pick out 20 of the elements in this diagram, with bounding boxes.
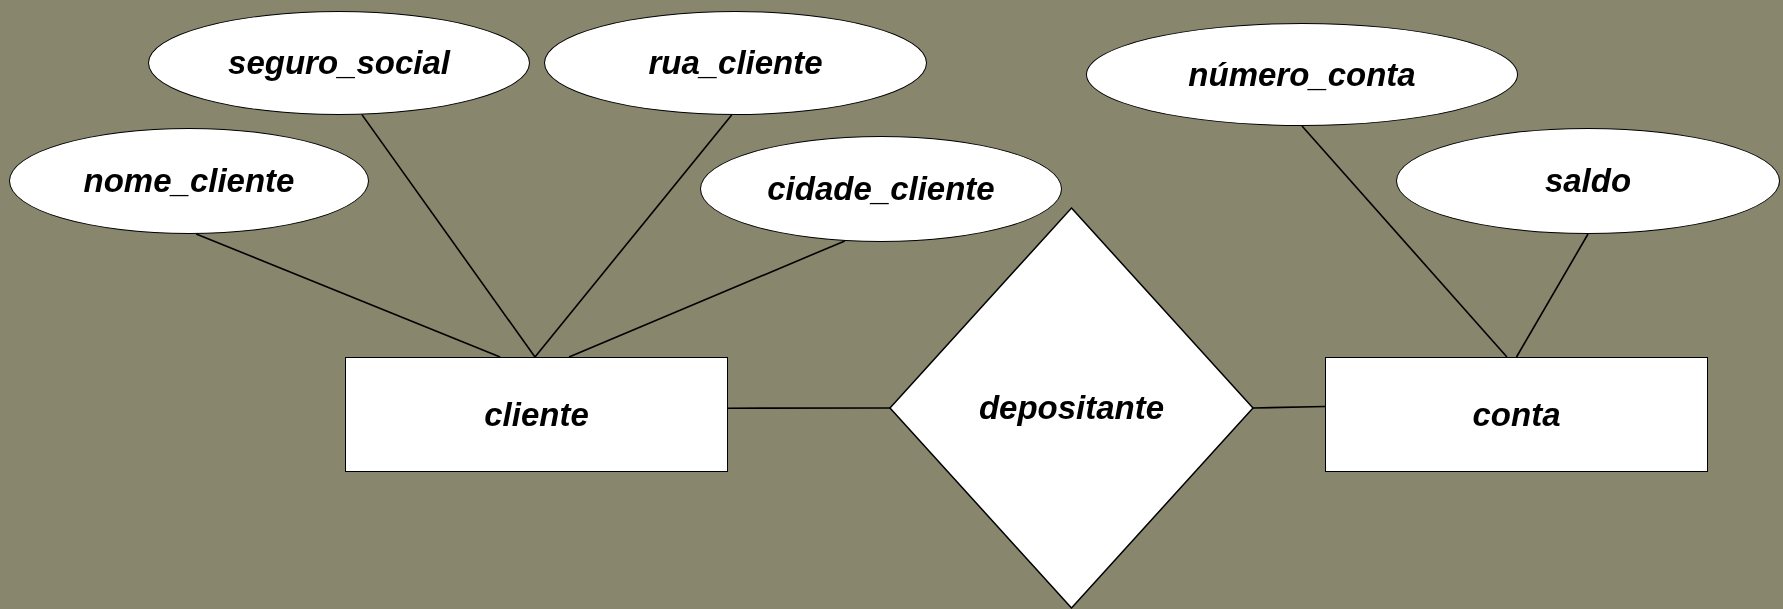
relationship-name: depositante: [978, 389, 1165, 427]
connector-line: [195, 233, 501, 358]
connector-line: [1301, 125, 1508, 358]
entity-rectangle: [345, 357, 728, 472]
relationship-diamond: [890, 208, 1253, 608]
connector-line: [727, 407, 891, 409]
connector-line: [568, 240, 846, 358]
attribute-name: seguro_social: [228, 44, 450, 82]
entity-name: conta: [1472, 395, 1561, 434]
connector-line: [1252, 405, 1326, 409]
entity-rectangle: [1325, 357, 1708, 472]
connector-line: [534, 114, 733, 358]
attribute-name: nome_cliente: [83, 162, 295, 200]
attribute-name: número_conta: [1188, 55, 1416, 94]
connector-line: [361, 113, 536, 358]
entity-name: cliente: [484, 395, 589, 434]
attribute-name: saldo: [1544, 162, 1632, 200]
connector-line: [1515, 233, 1589, 358]
attribute-name: cidade_cliente: [767, 170, 995, 208]
attribute-name: rua_cliente: [648, 44, 823, 82]
